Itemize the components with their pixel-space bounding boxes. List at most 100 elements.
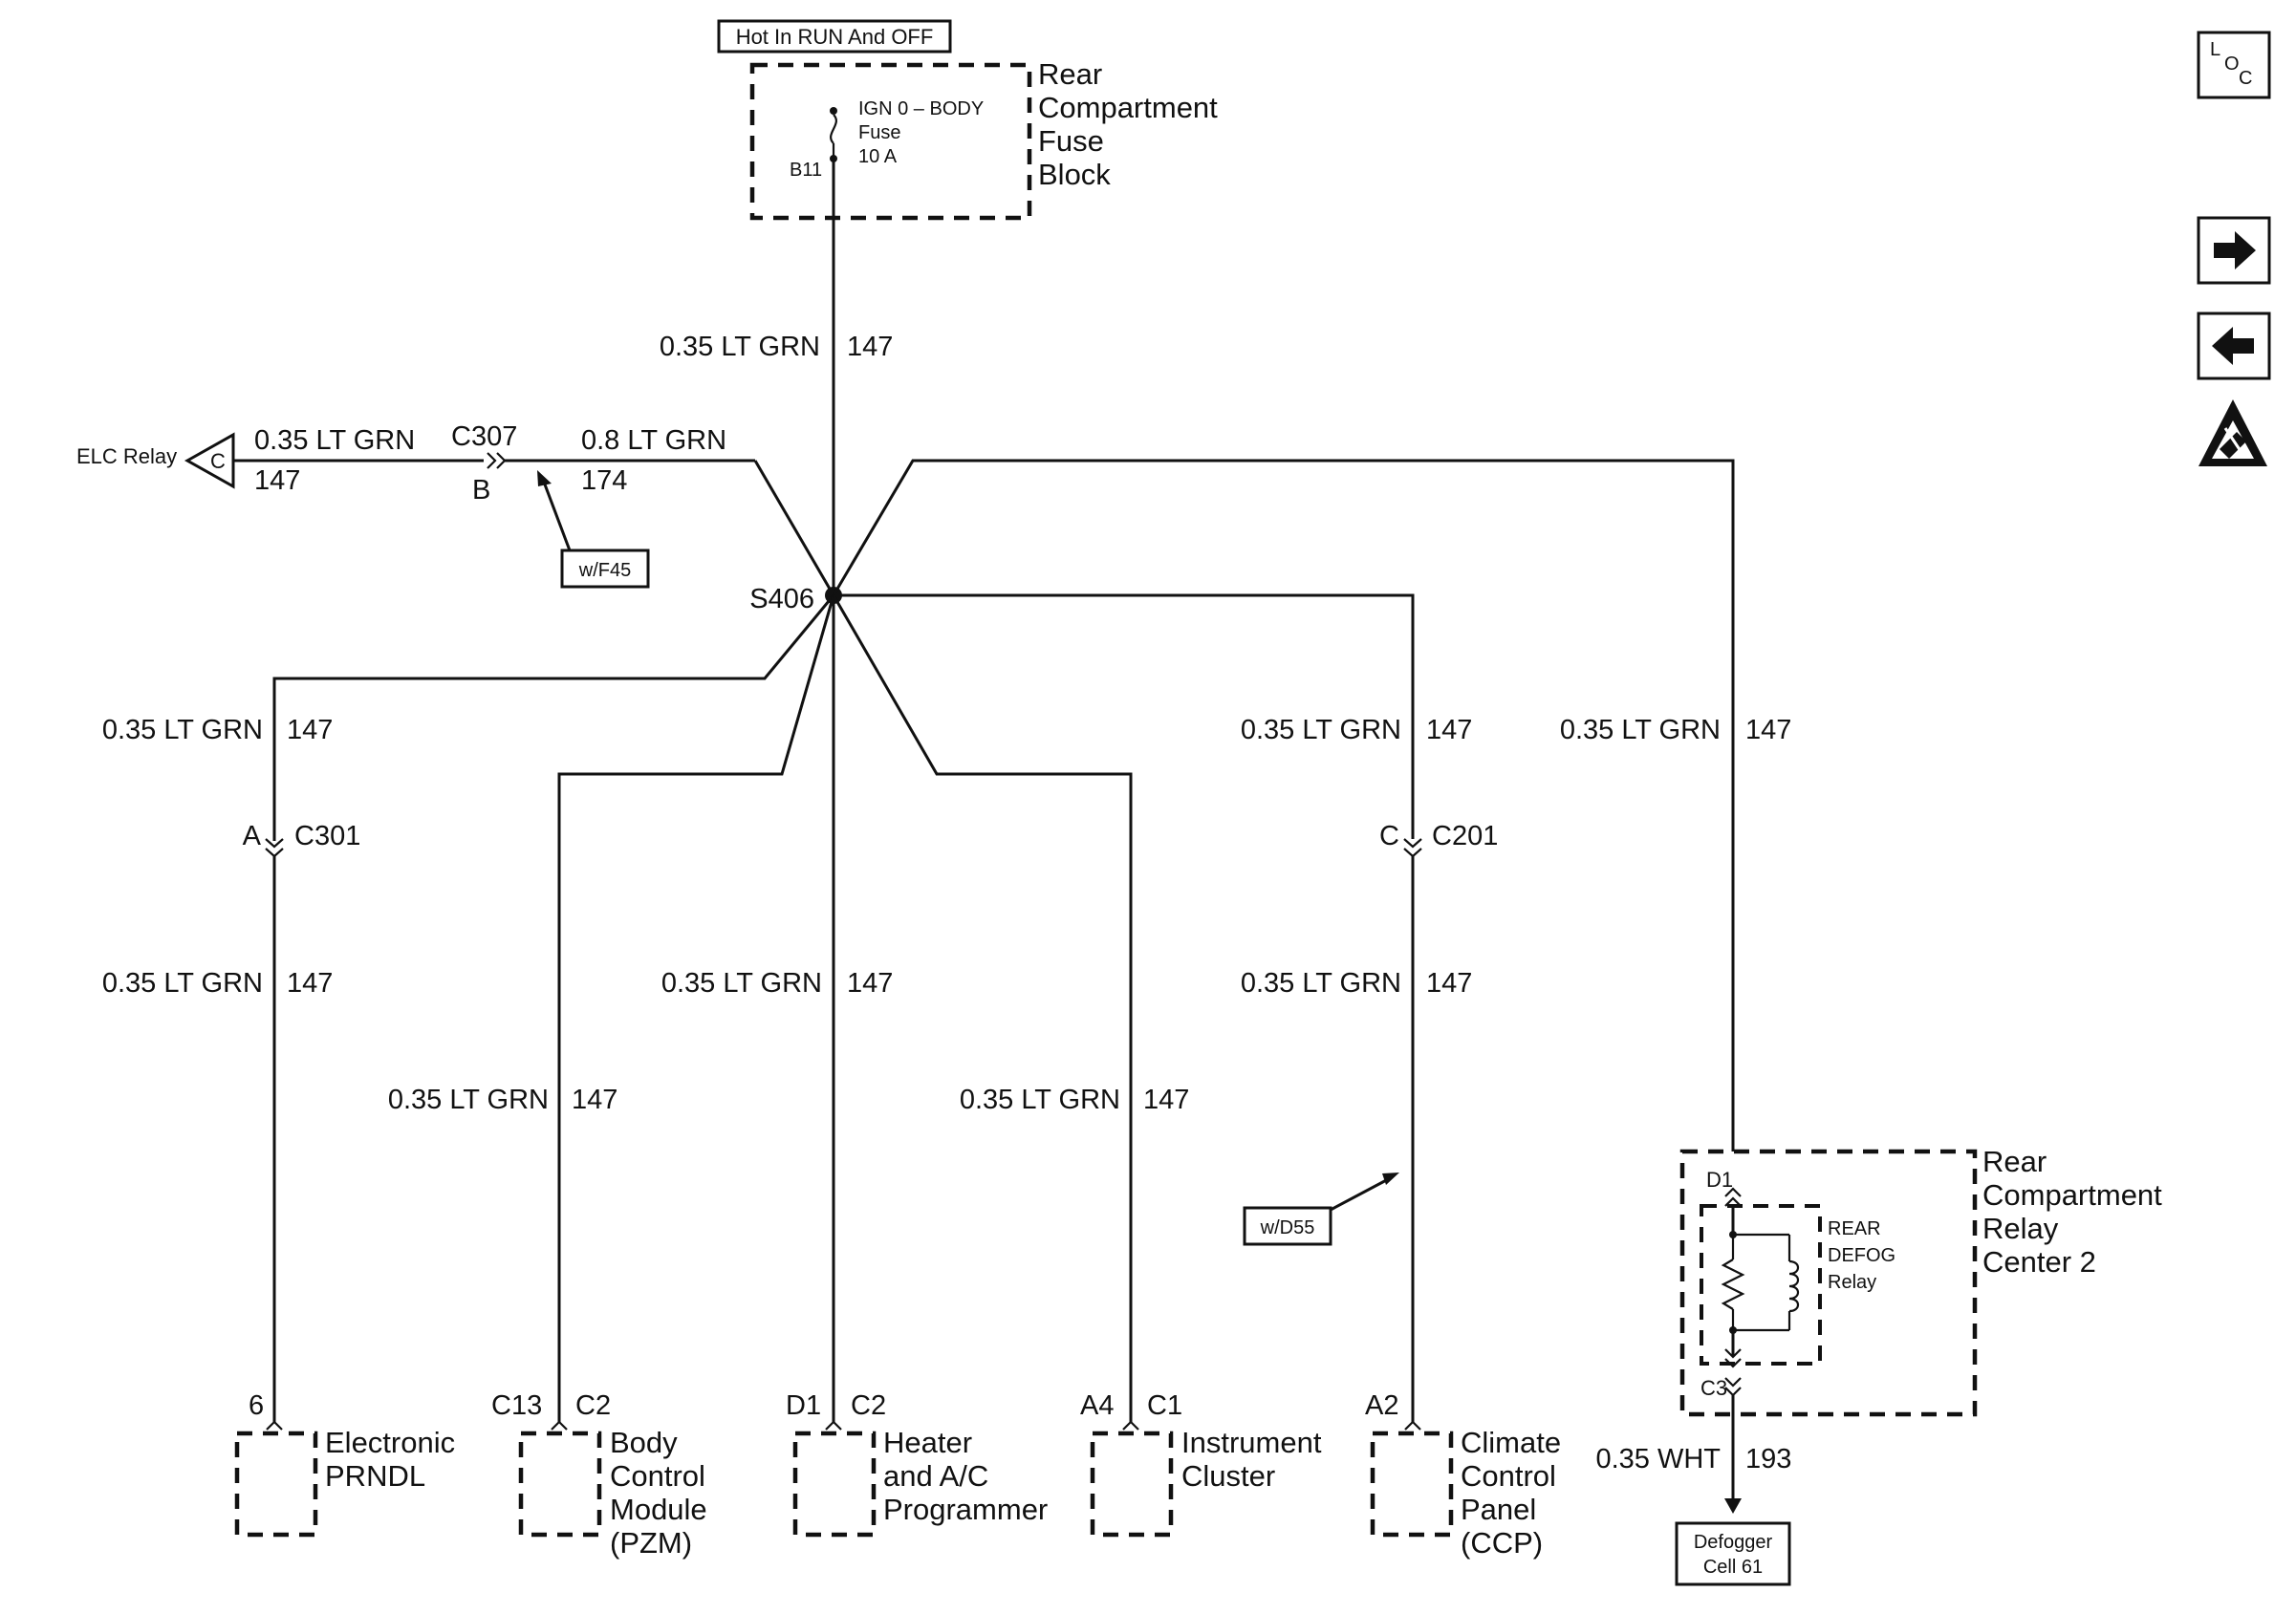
c301-pin: A (243, 821, 262, 851)
fuse-block-title-4: Block (1038, 158, 1111, 191)
relay-center-title-2: Compartment (1982, 1178, 2162, 1212)
loc-icon[interactable] (2197, 31, 2271, 99)
ccp-name-2: Control (1461, 1459, 1556, 1493)
splice-label: S406 (749, 584, 814, 614)
prndl-lower-wire: 0.35 LT GRN (102, 968, 263, 999)
defog-relay-name-2: DEFOG (1828, 1245, 1895, 1266)
hvac-name-2: and A/C (883, 1459, 988, 1493)
component-cluster: A4 C1 Instrument Cluster (1080, 1390, 1322, 1538)
relay-center-title-1: Rear (1982, 1145, 2047, 1178)
c307-connector-icon (487, 452, 507, 469)
ccp-lower-circuit: 147 (1426, 968, 1472, 999)
option-f45: w/F45 (578, 560, 631, 581)
fuse-block-title-3: Fuse (1038, 124, 1104, 158)
feed-wire-circuit: 147 (847, 332, 893, 362)
ccp-pin: A2 (1365, 1390, 1398, 1421)
c301-connector-icon (265, 838, 284, 858)
defog-relay-name-1: REAR (1828, 1218, 1881, 1239)
svg-text:C: C (2239, 68, 2252, 89)
defog-relay-outline (1700, 1204, 1822, 1366)
hvac-circuit: 147 (847, 968, 893, 999)
relay-pin-in: D1 (1706, 1168, 1733, 1192)
loc-button[interactable]: L O C (2197, 31, 2271, 99)
cluster-box (1090, 1431, 1174, 1538)
elc-circuit-right: 174 (581, 465, 627, 496)
fuse-word: Fuse (858, 122, 900, 143)
component-hvac: D1 C2 Heater and A/C Programmer (786, 1390, 1048, 1538)
elc-circuit-left: 147 (254, 465, 300, 496)
hvac-box (792, 1431, 877, 1538)
fuse-name: IGN 0 – BODY (858, 98, 984, 119)
prndl-name-2: PRNDL (325, 1459, 425, 1493)
ccp-name-4: (CCP) (1461, 1526, 1543, 1560)
c201-label: C201 (1432, 821, 1498, 851)
wire-to-defog (832, 459, 1735, 1151)
wire-to-ccp (834, 593, 1415, 839)
prndl-lower-circuit: 147 (287, 968, 333, 999)
svg-text:O: O (2224, 54, 2240, 75)
ccp-upper-wire: 0.35 LT GRN (1241, 715, 1401, 745)
ccp-name-1: Climate (1461, 1426, 1561, 1459)
cluster-name-2: Cluster (1181, 1459, 1275, 1493)
wire-to-bcm (557, 594, 835, 1422)
c201-connector-icon (1403, 838, 1422, 858)
cluster-wire: 0.35 LT GRN (960, 1085, 1120, 1115)
component-prndl: 6 Electronic PRNDL (234, 1390, 455, 1538)
bcm-name-4: (PZM) (610, 1526, 692, 1560)
option-d55-box (1243, 1206, 1332, 1246)
defogger-box (1675, 1521, 1791, 1586)
arrow-left-icon[interactable] (2197, 312, 2271, 380)
fuse-block: Hot In RUN And OFF IGN 0 – BODY Fuse 10 … (717, 19, 1218, 221)
prndl-name-1: Electronic (325, 1426, 455, 1459)
elc-branch: ELC Relay C 0.35 LT GRN 147 C307 B 0.8 L… (76, 421, 835, 596)
relay-out-circuit: 193 (1745, 1444, 1791, 1474)
cluster-pin: A4 (1080, 1390, 1114, 1421)
relay-center-title-3: Relay (1982, 1212, 2059, 1245)
svg-text:L: L (2210, 39, 2220, 60)
bcm-wire: 0.35 LT GRN (388, 1085, 549, 1115)
bcm-circuit: 147 (572, 1085, 617, 1115)
prndl-upper-circuit: 147 (287, 715, 333, 745)
ccp-box (1370, 1431, 1454, 1538)
wire-to-prndl (272, 594, 835, 841)
prndl-box (234, 1431, 318, 1538)
elc-wire-right: 0.8 LT GRN (581, 425, 726, 456)
component-ccp: A2 Climate Control Panel (CCP) (1365, 1390, 1561, 1560)
c201-pin: C (1379, 821, 1399, 851)
hvac-connector: C2 (851, 1390, 886, 1421)
cluster-connector: C1 (1147, 1390, 1182, 1421)
bcm-connector: C2 (575, 1390, 611, 1421)
next-page-button[interactable] (2197, 216, 2271, 285)
relay-center-outline (1679, 1149, 1978, 1417)
bcm-name-1: Body (610, 1426, 678, 1459)
hvac-pin: D1 (786, 1390, 821, 1421)
fuse-terminal: B11 (790, 160, 822, 181)
fuse-block-title-2: Compartment (1038, 91, 1218, 124)
defog-feed-circuit: 147 (1745, 715, 1791, 745)
fuse-block-outline (749, 62, 1032, 221)
relay-pin-out: C3 (1700, 1376, 1727, 1400)
relay-out-wire: 0.35 WHT (1595, 1444, 1721, 1474)
relay-center: Rear Compartment Relay Center 2 D1 REAR … (1595, 1145, 2162, 1586)
fuse-icon (830, 114, 837, 144)
bcm-name-3: Module (610, 1493, 707, 1526)
defogger-name-2: Cell 61 (1703, 1557, 1763, 1578)
hot-label: Hot In RUN And OFF (736, 25, 934, 49)
bcm-name-2: Control (610, 1459, 705, 1493)
elc-wire-left: 0.35 LT GRN (254, 425, 415, 456)
feed-wire-label: 0.35 LT GRN (660, 332, 820, 362)
c301-label: C301 (294, 821, 360, 851)
relay-coil-icon (1788, 1259, 1800, 1313)
defogger-name-1: Defogger (1694, 1532, 1773, 1553)
bcm-box (518, 1431, 602, 1538)
prev-page-button[interactable] (2197, 312, 2271, 380)
defog-feed-wire: 0.35 LT GRN (1560, 715, 1721, 745)
cluster-circuit: 147 (1143, 1085, 1189, 1115)
hot-label-box (717, 19, 952, 54)
option-d55: w/D55 (1260, 1217, 1315, 1238)
prndl-upper-wire: 0.35 LT GRN (102, 715, 263, 745)
prndl-pin: 6 (249, 1390, 264, 1421)
component-bcm: C13 C2 Body Control Module (PZM) (491, 1390, 707, 1560)
